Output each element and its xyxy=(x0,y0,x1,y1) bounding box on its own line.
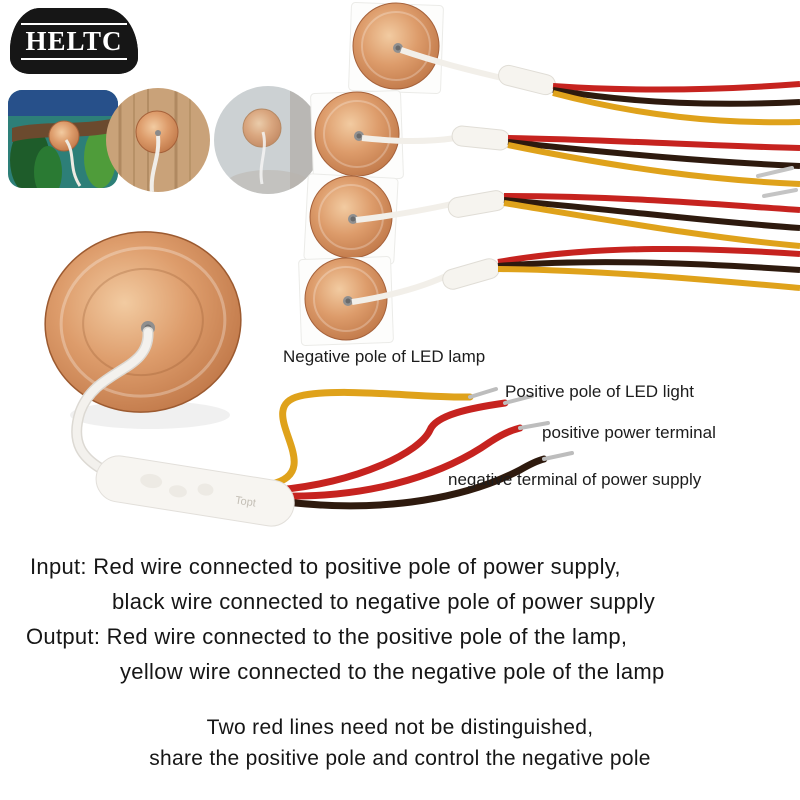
sleeve-4 xyxy=(442,258,500,290)
note-line-1: Two red lines need not be distinguished, xyxy=(206,716,594,739)
main-white-lead-wire xyxy=(72,328,153,472)
black-wire-bare-tip xyxy=(542,451,574,461)
instruction-line-1: Input: Red wire connected to positive po… xyxy=(30,554,621,579)
copper-pad-group-1 xyxy=(348,2,800,126)
wire-red-3 xyxy=(503,193,800,213)
bare-wire-tip-edge-1 xyxy=(756,166,794,178)
yellow-wire-bare-tip xyxy=(468,387,498,399)
red-wire-2-bare-tip xyxy=(518,421,550,430)
label-positive-power-terminal: positive power terminal xyxy=(542,423,716,442)
label-positive-pole-led-light: Positive pole of LED light xyxy=(505,382,694,401)
wire-yellow-1 xyxy=(552,90,800,126)
bare-wire-tip-edge-2 xyxy=(762,188,798,198)
wire-red-1 xyxy=(552,81,800,93)
note-line-2: share the positive pole and control the … xyxy=(149,747,651,770)
bottom-note: Two red lines need not be distinguished,… xyxy=(0,712,800,774)
wire-black-2 xyxy=(507,139,800,169)
copper-pad-group-4 xyxy=(298,245,800,346)
label-negative-power-terminal: negative terminal of power supply xyxy=(448,470,702,489)
controller-wire-black xyxy=(282,455,548,510)
wire-yellow-3 xyxy=(503,200,800,249)
sleeve-3 xyxy=(447,190,507,218)
controller-wires xyxy=(268,387,574,510)
sleeve-2 xyxy=(451,125,511,151)
wire-red-2 xyxy=(507,135,800,151)
photo-aquarium xyxy=(8,90,118,188)
instruction-line-4: yellow wire connected to the negative po… xyxy=(120,659,665,684)
controller-wire-red-2 xyxy=(278,424,524,500)
wire-lead-3 xyxy=(355,201,453,223)
instruction-line-3: Output: Red wire connected to the positi… xyxy=(26,624,628,649)
photo-glass xyxy=(214,86,322,194)
label-negative-pole-led-lamp: Negative pole of LED lamp xyxy=(283,347,486,366)
wire-yellow-4 xyxy=(497,266,800,291)
instruction-line-2: black wire connected to negative pole of… xyxy=(112,589,655,614)
wire-red-4 xyxy=(497,245,800,265)
wire-black-1 xyxy=(552,87,800,107)
wire-lead-2 xyxy=(361,135,457,144)
controller-wire-red-1 xyxy=(274,399,509,494)
module-printed-text: Topt xyxy=(234,494,256,509)
heltc-logo: HELTC xyxy=(10,8,138,74)
photo-wood-panel xyxy=(106,88,210,192)
wire-yellow-2 xyxy=(507,142,800,187)
controller-module: Topt xyxy=(95,455,295,527)
wire-lead-4 xyxy=(351,273,448,305)
wire-lead-1 xyxy=(400,47,503,81)
main-copper-disc xyxy=(44,231,242,429)
sleeve-1 xyxy=(498,64,556,96)
controller-wire-yellow xyxy=(268,388,474,488)
wire-black-3 xyxy=(503,197,800,231)
wiring-instructions: Input: Red wire connected to positive po… xyxy=(0,549,800,689)
copper-pad-group-2 xyxy=(310,90,800,187)
logo-text: HELTC xyxy=(21,22,127,60)
wire-black-4 xyxy=(497,259,800,273)
red-wire-1-bare-tip xyxy=(503,394,534,405)
